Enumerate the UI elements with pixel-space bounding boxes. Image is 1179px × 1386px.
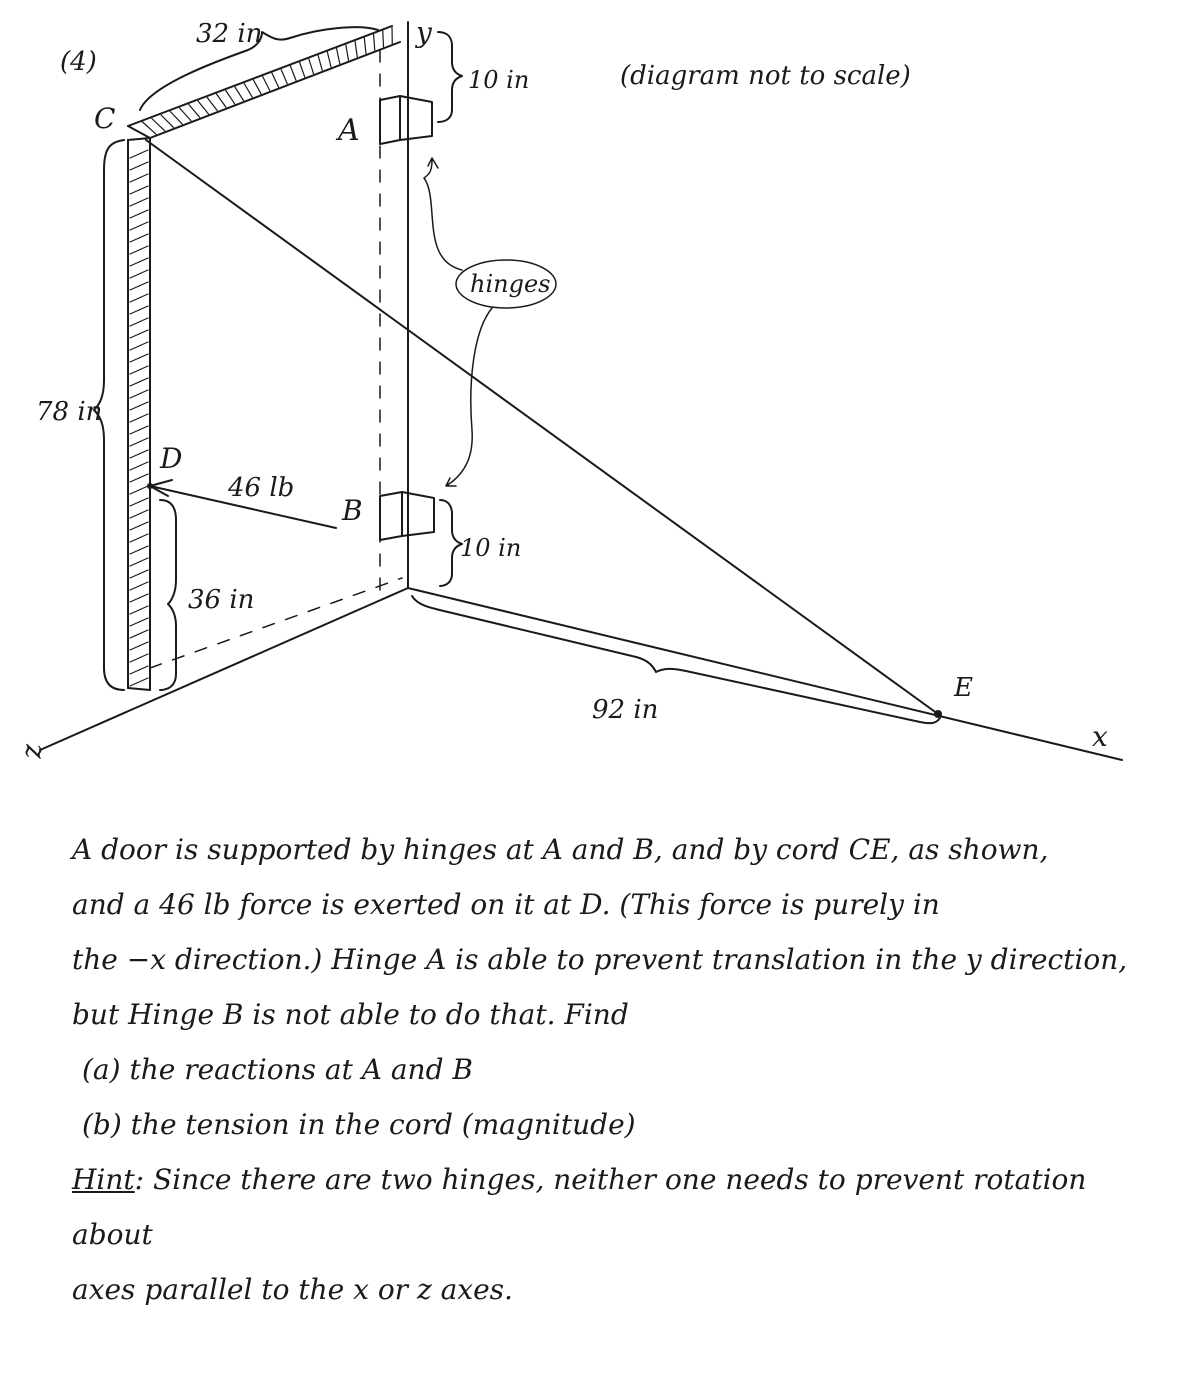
label-32in: 32 in xyxy=(196,19,262,49)
door-diagram: (4) (diagram not to scale) 32 in 78 in 3… xyxy=(19,16,1123,761)
hint-text: Since there are two hinges, neither one … xyxy=(72,1163,1087,1251)
door-hatching xyxy=(129,26,393,687)
label-hinges: hinges xyxy=(470,270,550,298)
label-point-d: D xyxy=(159,442,182,475)
brace-78in xyxy=(93,139,125,691)
brace-36in xyxy=(159,499,177,691)
problem-number: (4) xyxy=(60,47,97,77)
cord-ce xyxy=(145,139,939,715)
brace-32in xyxy=(139,26,379,111)
callout-arrow-b xyxy=(445,307,493,487)
label-force: 46 lb xyxy=(227,473,294,503)
statement-line-4: but Hinge B is not able to do that. Find xyxy=(72,998,629,1031)
label-92in: 92 in xyxy=(592,695,658,725)
brace-10in-bottom xyxy=(439,499,463,587)
problem-statement: A door is supported by hinges at A and B… xyxy=(72,822,1132,1317)
brace-92in xyxy=(411,595,941,725)
hinge-b xyxy=(379,491,435,541)
hinge-a xyxy=(379,95,433,145)
label-axis-y: y xyxy=(414,16,433,49)
label-point-a: A xyxy=(335,113,360,148)
hint-label: Hint xyxy=(72,1163,135,1196)
label-36in: 36 in xyxy=(188,585,254,615)
question-b: (b) the tension in the cord (magnitude) xyxy=(82,1108,636,1141)
label-78in: 78 in xyxy=(36,397,102,427)
hint-line-1: Hint: Since there are two hinges, neithe… xyxy=(72,1152,1132,1262)
point-e-dot xyxy=(934,710,942,718)
door-edge xyxy=(127,25,401,691)
statement-line-1: A door is supported by hinges at A and B… xyxy=(72,833,1049,866)
force-line xyxy=(149,485,337,529)
callout-arrow-a xyxy=(423,157,463,271)
statement-line-3: the −x direction.) Hinge A is able to pr… xyxy=(72,943,1128,976)
door-bottom-edge xyxy=(149,577,403,669)
x-axis xyxy=(407,587,1123,761)
label-axis-z: z xyxy=(19,743,52,759)
z-axis xyxy=(39,587,409,751)
point-d-dot xyxy=(147,483,153,489)
statement-line-2: and a 46 lb force is exerted on it at D.… xyxy=(72,888,940,921)
label-point-c: C xyxy=(94,102,115,135)
hint-line-2: axes parallel to the x or z axes. xyxy=(72,1273,513,1306)
label-10in-bottom: 10 in xyxy=(460,534,521,562)
label-point-b: B xyxy=(341,494,363,527)
label-point-e: E xyxy=(953,673,973,703)
hint-separator: : xyxy=(134,1163,145,1196)
label-axis-x: x xyxy=(1092,720,1108,753)
hinges-callout-oval xyxy=(455,259,557,309)
label-10in-top: 10 in xyxy=(468,66,529,94)
question-a: (a) the reactions at A and B xyxy=(82,1053,473,1086)
brace-10in-top xyxy=(437,31,463,123)
not-to-scale-note: (diagram not to scale) xyxy=(620,61,911,91)
